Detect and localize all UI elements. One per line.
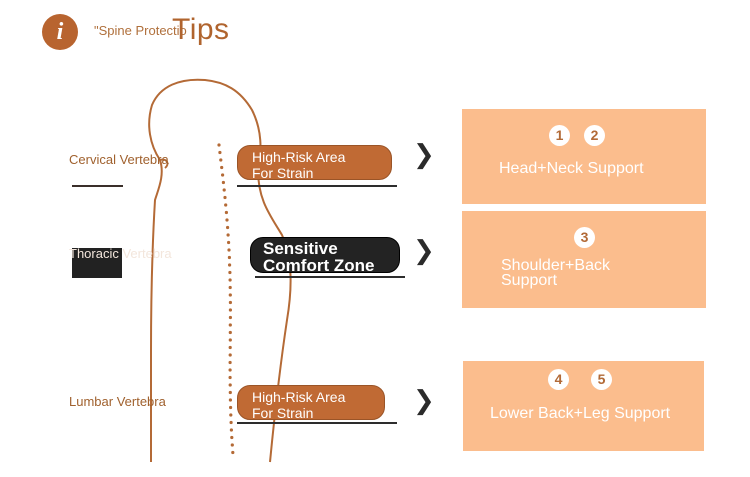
spine-dot	[228, 375, 232, 380]
chevron-right-icon: ❯	[413, 236, 435, 266]
head-neck-support-label: Head+Neck Support	[499, 160, 644, 177]
page-subtitle: "Spine Protectio	[94, 23, 187, 38]
pill-underline	[255, 276, 405, 278]
spine-dot	[230, 443, 234, 447]
spine-dot	[228, 398, 232, 402]
number-badge: 5	[591, 369, 612, 390]
spine-dot	[221, 180, 225, 185]
nose-outline	[159, 158, 169, 169]
number-badge: 4	[548, 369, 569, 390]
spine-dot	[228, 285, 232, 290]
pill-underline	[237, 185, 397, 187]
zone-line2: For Strain	[252, 165, 314, 181]
spine-dot	[222, 188, 226, 192]
spine-dot	[229, 420, 233, 425]
zone-line1: Sensitive	[263, 239, 338, 258]
spine-dot	[224, 210, 228, 215]
spine-dot	[227, 248, 231, 252]
body-outline	[148, 78, 292, 463]
zone-line1: High-Risk Area	[252, 149, 346, 165]
spine-dot	[228, 368, 232, 372]
cervical-vertebra-line	[72, 185, 123, 187]
spine-dot	[228, 308, 232, 312]
thoracic-vertebra-marker	[72, 248, 122, 278]
shoulder-back-support-panel: 3 Shoulder+Back Support	[462, 211, 706, 308]
spine-dot	[227, 240, 231, 245]
page-title: Tips	[172, 13, 230, 46]
number-badge: 3	[574, 227, 595, 248]
head-neck-support-panel: 1 2 Head+Neck Support	[462, 109, 706, 204]
sensitive-comfort-zone-pill: Sensitive Comfort Zone	[250, 237, 400, 275]
lower-back-leg-support-panel: 4 5 Lower Back+Leg Support	[463, 361, 704, 451]
zone-line1: High-Risk Area	[252, 389, 346, 405]
spine-dot	[228, 360, 232, 365]
number-badge: 2	[584, 125, 605, 146]
spine-dot	[228, 390, 232, 395]
spine-dot	[228, 315, 232, 320]
pill-underline	[237, 422, 397, 424]
info-icon: i	[42, 14, 78, 50]
spine-dot	[230, 435, 234, 440]
lower-back-leg-support-label: Lower Back+Leg Support	[490, 405, 671, 422]
spine-dot	[218, 150, 222, 155]
thoracic-vertebra-label: Thoracic Vertebra	[69, 246, 172, 261]
spine-dot	[228, 278, 232, 282]
spine-dot	[228, 270, 232, 275]
spine-dot	[219, 158, 223, 162]
high-risk-area-neck-pill: High-Risk Area For Strain	[237, 145, 392, 181]
shoulder-back-support-label: Shoulder+Back Support	[501, 257, 610, 289]
spine-dots	[217, 143, 235, 455]
spine-dot	[228, 293, 232, 297]
spine-dot	[229, 405, 233, 410]
spine-dot	[228, 263, 232, 267]
high-risk-area-lumbar-pill: High-Risk Area For Strain	[237, 385, 385, 421]
spine-dot	[228, 300, 232, 305]
spine-dot	[228, 330, 232, 335]
spine-dot	[228, 345, 232, 350]
spine-dot	[231, 450, 235, 455]
spine-dot	[226, 225, 230, 230]
lumbar-vertebra-label: Lumbar Vertebra	[69, 394, 166, 409]
spine-dot	[220, 165, 224, 170]
zone-line2: For Strain	[252, 405, 314, 421]
zone-line2: Comfort Zone	[263, 256, 375, 275]
spine-dot	[221, 173, 225, 177]
spine-dot	[224, 203, 228, 207]
spine-dot	[229, 428, 233, 432]
chevron-right-icon: ❯	[413, 140, 435, 170]
spine-dot	[228, 383, 232, 387]
spine-dot	[225, 218, 229, 222]
chevron-right-icon: ❯	[413, 386, 435, 416]
spine-dot	[227, 255, 231, 260]
spine-dot	[228, 323, 232, 327]
spine-dot	[226, 233, 230, 237]
spine-dot	[223, 195, 227, 200]
number-badge: 1	[549, 125, 570, 146]
spine-dot	[217, 143, 221, 147]
spine-dot	[229, 413, 233, 417]
cervical-vertebra-label: Cervical Vertebra	[69, 152, 169, 167]
spine-dot	[228, 338, 232, 342]
spine-dot	[228, 353, 232, 357]
